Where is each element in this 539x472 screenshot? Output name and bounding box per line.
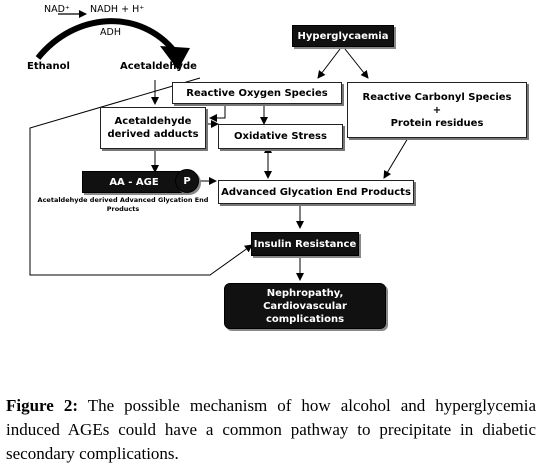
- adducts-line2: derived adducts: [107, 129, 199, 140]
- nad-label: NAD⁺: [44, 4, 70, 15]
- ros-to-adducts-line: [209, 104, 226, 122]
- complications-box: Nephropathy, Cardiovascular complication…: [224, 283, 386, 329]
- figure-caption: Figure 2: The possible mechanism of how …: [6, 394, 536, 466]
- aa-age-box: AA - AGE: [82, 171, 186, 193]
- hyper-to-rcs-arrow: [344, 48, 369, 79]
- oxidative-stress-box: Oxidative Stress: [218, 124, 343, 149]
- p-circle: P: [175, 169, 199, 193]
- aa-age-description: Acetaldehyde derived Advanced Glycation …: [28, 196, 218, 214]
- protein-residues-label: Protein residues: [390, 117, 484, 129]
- complications-line2: complications: [265, 313, 345, 325]
- rcs-label: Reactive Carbonyl Species: [362, 91, 512, 103]
- adh-label: ADH: [100, 27, 121, 38]
- diagram-connectors: [29, 10, 409, 281]
- caption-text: The possible mechanism of how alcohol an…: [6, 396, 536, 463]
- ros-box: Reactive Oxygen Species: [172, 82, 342, 104]
- adh-curved-arrow: [35, 18, 178, 60]
- nadh-label: NADH + H⁺: [90, 4, 145, 15]
- complications-line1: Nephropathy, Cardiovascular: [263, 287, 347, 312]
- aa-age-desc-line1: Acetaldehyde derived Advanced Glycation …: [37, 196, 209, 204]
- rcs-plus: +: [432, 104, 442, 116]
- hyperglycaemia-box: Hyperglycaemia: [292, 25, 394, 47]
- adh-arrow-head: [160, 46, 190, 70]
- hyper-to-ros-arrow: [317, 48, 341, 79]
- aa-age-desc-line2: Products: [106, 205, 140, 213]
- ethanol-label: Ethanol: [27, 61, 70, 72]
- acetaldehyde-to-insulin-line: [29, 77, 253, 276]
- age-products-box: Advanced Glycation End Products: [218, 180, 414, 204]
- pathway-diagram: NAD⁺ NADH + H⁺ ADH Ethanol Acetaldehyde …: [27, 4, 527, 329]
- figure-label: Figure 2:: [6, 396, 79, 415]
- acetaldehyde-label: Acetaldehyde: [120, 61, 197, 72]
- adducts-line1: Acetaldehyde: [114, 116, 192, 127]
- adducts-box: Acetaldehyde derived adducts: [100, 107, 206, 149]
- rcs-box: Reactive Carbonyl Species + Protein resi…: [347, 82, 527, 138]
- rcs-to-age-arrow: [383, 137, 409, 179]
- insulin-resistance-box: Insulin Resistance: [251, 232, 359, 256]
